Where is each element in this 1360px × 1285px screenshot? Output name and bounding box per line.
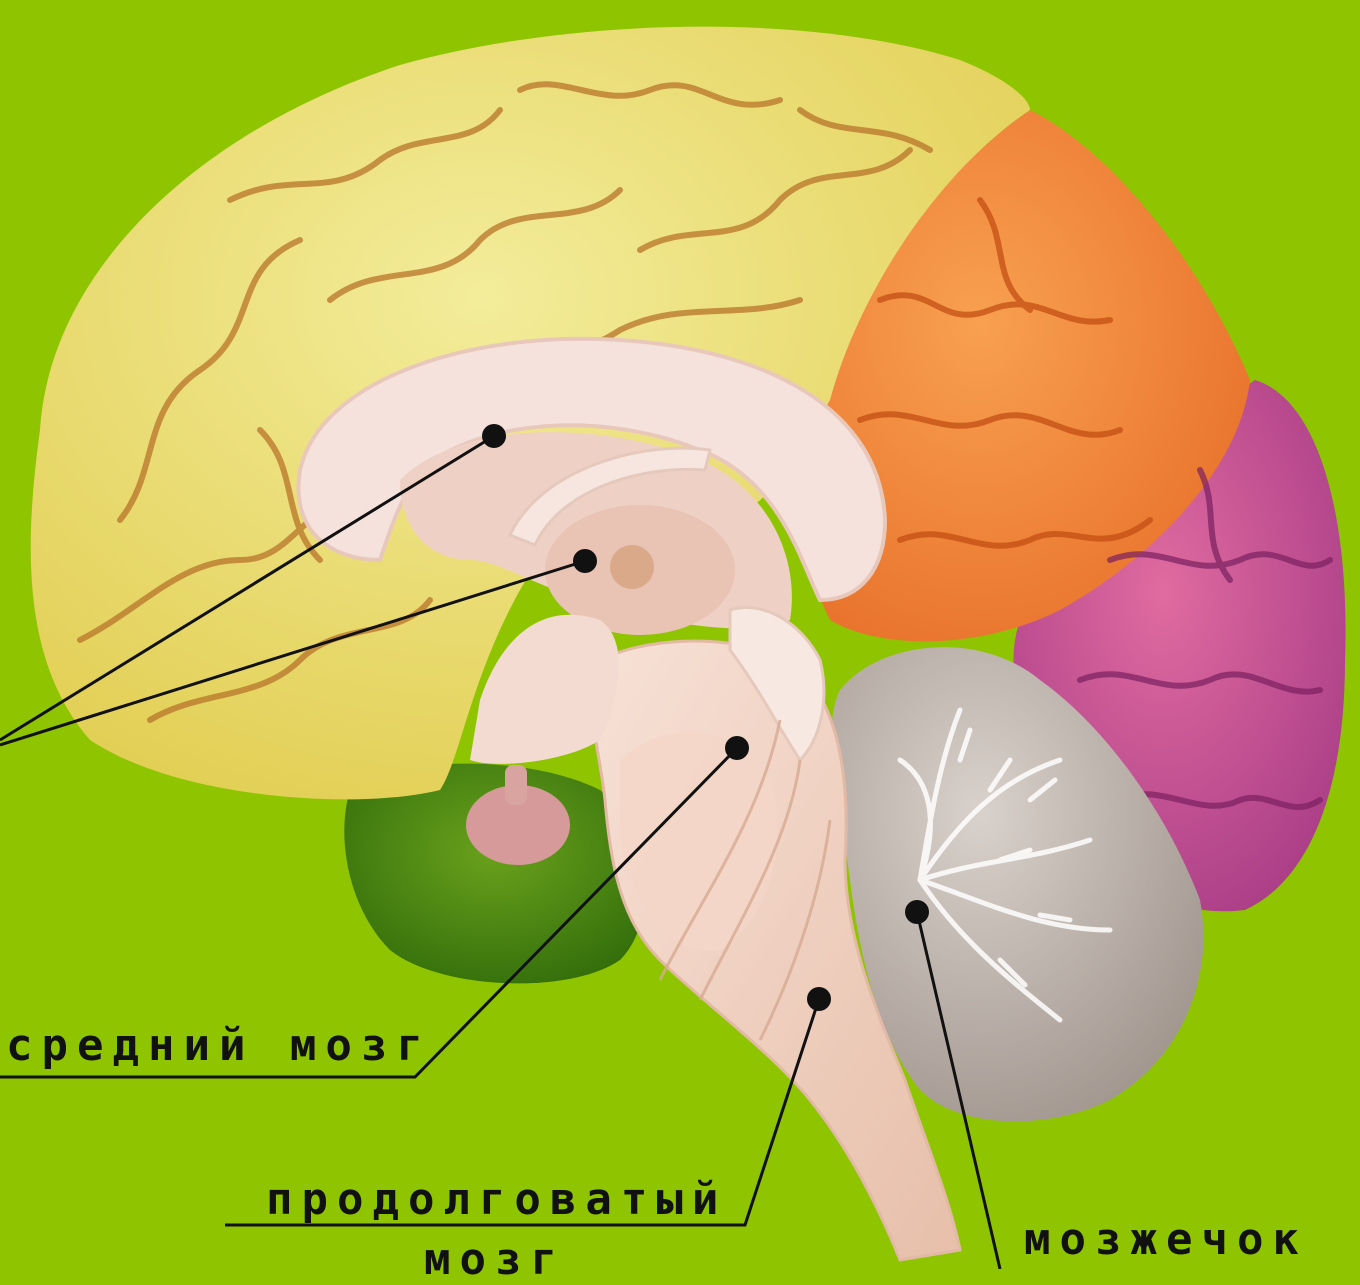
pointer-dot-medulla — [807, 987, 831, 1011]
pointer-dot-cerebellum — [905, 900, 929, 924]
label-medulla-line1: продолговатый — [266, 1178, 727, 1222]
label-cerebellum: мозжечок — [1024, 1218, 1308, 1262]
label-medulla-line2: мозг — [424, 1238, 566, 1282]
label-midbrain: средний мозг — [6, 1024, 432, 1068]
pointer-dot-2 — [573, 549, 597, 573]
pointer-dot-1 — [482, 424, 506, 448]
pointer-dot-midbrain — [725, 736, 749, 760]
